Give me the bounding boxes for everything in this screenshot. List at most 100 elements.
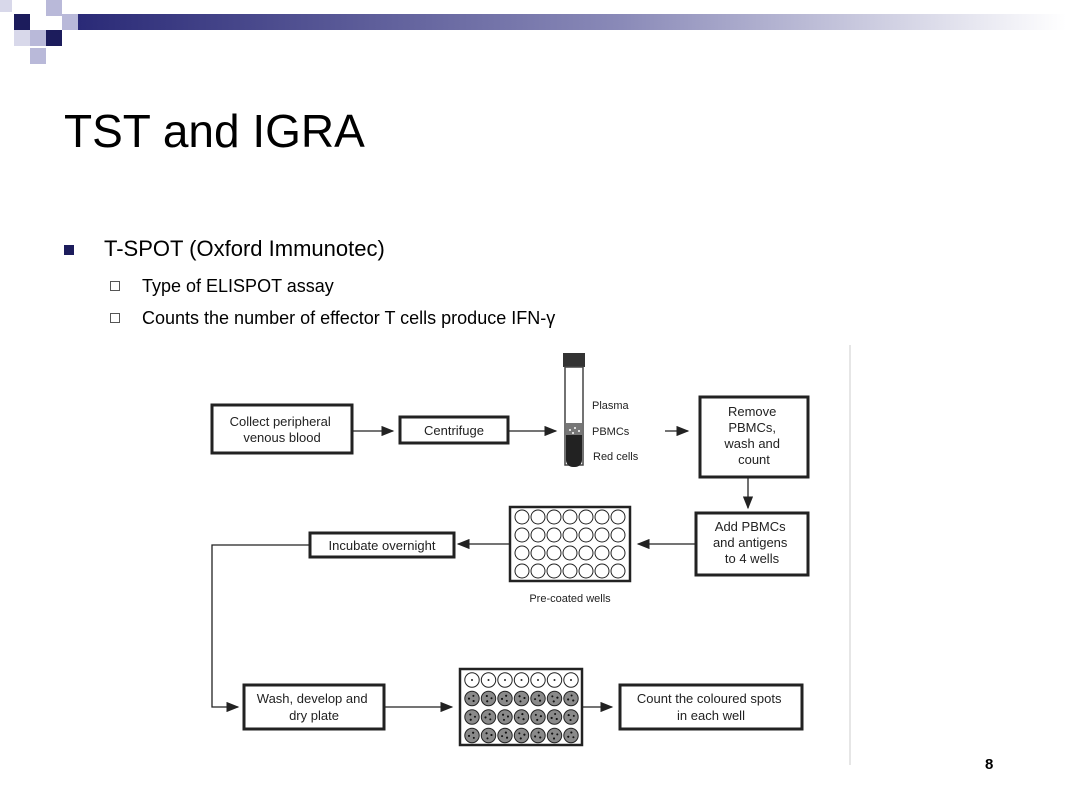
plate-well bbox=[480, 690, 497, 707]
deco-square bbox=[30, 48, 46, 64]
well-spot bbox=[556, 733, 559, 736]
centrifuge-box bbox=[398, 415, 510, 445]
wash-develop-box bbox=[242, 683, 386, 731]
plate-well bbox=[514, 527, 530, 543]
deco-square bbox=[46, 30, 62, 46]
collect-blood-label: Collect peripheral venous blood bbox=[230, 414, 335, 445]
well-spot bbox=[488, 713, 491, 716]
plate-well bbox=[497, 709, 513, 725]
well-spot bbox=[517, 716, 520, 719]
well-spot bbox=[485, 695, 488, 698]
plate-well bbox=[514, 545, 530, 561]
plate-well bbox=[546, 509, 562, 525]
deco-square bbox=[14, 30, 30, 46]
plate-well bbox=[594, 527, 610, 543]
sub-bullet-text: Type of ELISPOT assay bbox=[142, 276, 334, 296]
plate-well bbox=[530, 509, 546, 525]
well-spot bbox=[486, 737, 489, 740]
well-spot bbox=[570, 694, 573, 697]
well-spot bbox=[523, 733, 526, 736]
well-spot bbox=[518, 732, 521, 735]
well-spot bbox=[486, 700, 489, 703]
well-spot bbox=[506, 736, 509, 739]
well-spot bbox=[490, 697, 493, 700]
incubate-label: Incubate overnight bbox=[329, 538, 436, 553]
plate-well bbox=[464, 690, 480, 707]
count-spots-box bbox=[618, 683, 804, 731]
well-spot bbox=[539, 715, 542, 718]
plate-well bbox=[562, 527, 578, 543]
test-tube-icon bbox=[563, 353, 585, 467]
well-spot bbox=[487, 679, 490, 681]
top-bar bbox=[78, 14, 1066, 30]
plate-well bbox=[497, 727, 513, 744]
plate-well bbox=[480, 727, 497, 744]
well-spot bbox=[520, 679, 523, 681]
plate-well bbox=[513, 690, 530, 707]
plate-caption: Pre-coated wells bbox=[529, 593, 611, 605]
tspot-workflow-diagram: Collect peripheral venous blood Centrifu… bbox=[210, 345, 851, 765]
well-spot bbox=[501, 735, 504, 738]
plate-well bbox=[480, 709, 497, 725]
well-spot bbox=[502, 718, 505, 721]
plate-well bbox=[610, 509, 626, 525]
collect-blood-box bbox=[210, 403, 354, 455]
well-spot bbox=[521, 713, 524, 716]
plate-well bbox=[530, 709, 546, 725]
well-spot bbox=[472, 700, 475, 703]
well-spot bbox=[471, 679, 473, 681]
deco-square bbox=[0, 0, 12, 12]
well-spot bbox=[468, 697, 471, 700]
well-spot bbox=[473, 715, 476, 718]
plate-well bbox=[546, 690, 563, 707]
well-spot bbox=[537, 679, 539, 681]
tube-label-red-cells: Red cells bbox=[593, 451, 639, 463]
plate-well bbox=[578, 563, 594, 579]
plate-well bbox=[464, 709, 480, 725]
well-spot bbox=[484, 716, 487, 719]
plate-well bbox=[563, 709, 579, 725]
count-spots-label: Count the coloured spots in each well bbox=[637, 691, 785, 723]
remove-pbmcs-label: Remove PBMCs, wash and count bbox=[723, 404, 783, 467]
bullet-square-icon bbox=[64, 245, 74, 255]
add-pbmcs-box bbox=[694, 511, 810, 577]
well-spot bbox=[505, 699, 508, 702]
plate-well bbox=[562, 509, 578, 525]
well-spot bbox=[572, 699, 575, 702]
plate-well bbox=[514, 563, 530, 579]
plate-well bbox=[594, 509, 610, 525]
plate-well bbox=[497, 690, 513, 707]
well-spot bbox=[485, 732, 488, 735]
deco-square bbox=[46, 0, 62, 16]
plate-well bbox=[546, 545, 562, 561]
well-spot bbox=[472, 736, 475, 739]
well-spot bbox=[572, 736, 575, 739]
well-spot bbox=[534, 735, 537, 738]
well-spot bbox=[567, 714, 570, 717]
well-spot bbox=[555, 718, 558, 721]
plate-well bbox=[546, 709, 563, 725]
connector-line bbox=[211, 544, 310, 713]
plate-well bbox=[530, 690, 546, 707]
well-spot bbox=[534, 713, 537, 716]
bullet-text: T-SPOT (Oxford Immunotec) bbox=[104, 236, 385, 261]
sub-bullet-box-icon bbox=[110, 313, 120, 323]
incubate-box bbox=[308, 531, 456, 559]
plate-well bbox=[594, 563, 610, 579]
deco-square bbox=[30, 30, 46, 46]
plate-well bbox=[578, 509, 594, 525]
well-spot bbox=[537, 731, 540, 734]
plate-well bbox=[578, 527, 594, 543]
plate-well bbox=[546, 527, 562, 543]
well-spot bbox=[469, 713, 472, 716]
well-spot bbox=[502, 713, 505, 716]
plate-well bbox=[530, 727, 546, 744]
well-spot bbox=[469, 718, 472, 721]
well-spot bbox=[504, 679, 506, 681]
plate-well bbox=[610, 527, 626, 543]
well-spot bbox=[523, 697, 526, 700]
sub-bullet-text: Counts the number of effector T cells pr… bbox=[142, 308, 556, 328]
well-spot bbox=[472, 731, 475, 734]
plate-well bbox=[562, 563, 578, 579]
page-number: 8 bbox=[985, 756, 994, 773]
